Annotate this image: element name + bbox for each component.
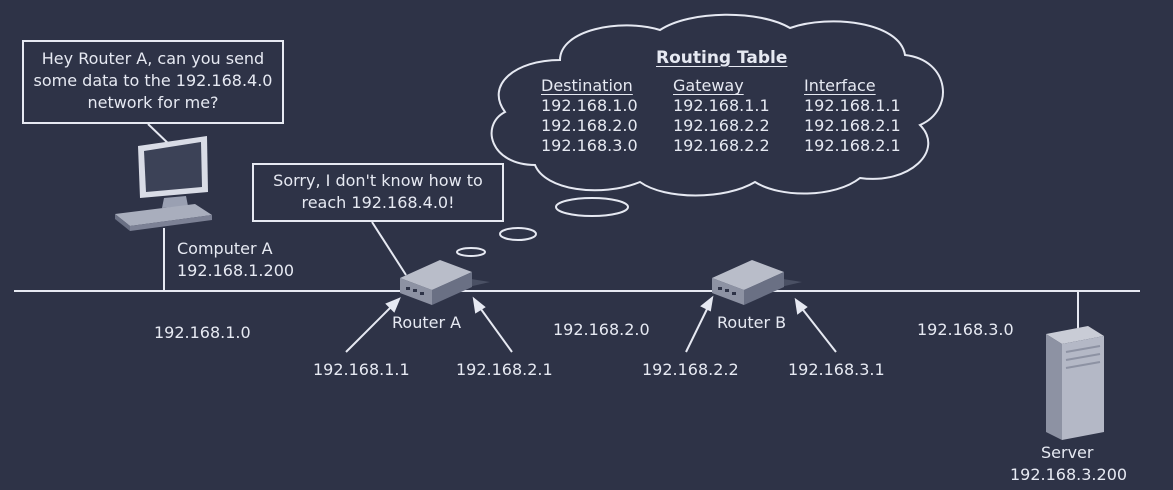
computer-speech-line-2: some data to the 192.168.4.0 <box>33 71 273 90</box>
interface-arrows <box>345 295 837 353</box>
routing-table-cell: 192.168.2.1 <box>804 136 901 155</box>
network-label-1: 192.168.1.0 <box>154 323 251 342</box>
router-speech-pointer <box>371 221 407 276</box>
router-b-icon <box>712 260 802 305</box>
routing-table-cell: 192.168.1.1 <box>673 96 770 115</box>
thought-cloud <box>456 13 944 257</box>
router-speech-box: Sorry, I don't know how to reach 192.168… <box>252 163 504 222</box>
arrow-head-icon <box>385 297 401 313</box>
arrow-head-icon <box>700 295 714 312</box>
router-a-left-ip: 192.168.1.1 <box>313 360 410 379</box>
arrow-head-icon <box>794 297 808 315</box>
routing-table-interface-column: Interface 192.168.1.1 192.168.2.1 192.16… <box>804 76 901 156</box>
arrow-router-b-right <box>799 305 837 353</box>
routing-table-cell: 192.168.1.0 <box>541 96 638 115</box>
arrow-head-icon <box>472 296 486 314</box>
server-name: Server <box>1041 443 1094 462</box>
router-a-right-ip: 192.168.2.1 <box>456 360 553 379</box>
routing-table-cell: 192.168.2.2 <box>673 116 770 135</box>
router-b-left-ip: 192.168.2.2 <box>642 360 739 379</box>
routing-table-header: Destination <box>541 76 633 95</box>
computer-speech-box: Hey Router A, can you send some data to … <box>22 40 284 124</box>
routing-table-header: Gateway <box>673 76 744 95</box>
arrow-router-a-right <box>477 304 513 353</box>
computer-a-ip: 192.168.1.200 <box>177 261 295 280</box>
routing-table-cell: 192.168.1.1 <box>804 96 901 115</box>
router-speech-line-2: reach 192.168.4.0! <box>301 193 455 212</box>
computer-a-name: Computer A <box>177 239 273 258</box>
computer-icon <box>115 136 212 231</box>
computer-speech-line-1: Hey Router A, can you send <box>41 49 265 68</box>
routing-table-cell: 192.168.3.0 <box>541 136 638 155</box>
server-icon <box>1046 326 1104 440</box>
router-b-name: Router B <box>717 313 787 332</box>
network-label-3: 192.168.3.0 <box>917 320 1014 339</box>
computer-speech-line-3: network for me? <box>87 93 219 112</box>
routing-table-gateway-column: Gateway 192.168.1.1 192.168.2.2 192.168.… <box>673 76 770 156</box>
routing-table-destination-column: Destination 192.168.1.0 192.168.2.0 192.… <box>541 76 638 156</box>
router-a-name: Router A <box>392 313 462 332</box>
routing-table-header: Interface <box>804 76 876 95</box>
network-label-2: 192.168.2.0 <box>553 320 650 339</box>
router-speech-line-1: Sorry, I don't know how to <box>273 171 483 190</box>
router-a-icon <box>400 260 490 305</box>
routing-table-cell: 192.168.2.2 <box>673 136 770 155</box>
arrow-router-b-left <box>685 304 710 353</box>
arrow-router-a-left <box>345 302 396 353</box>
routing-table-title: Routing Table <box>656 48 788 68</box>
routing-table-cell: 192.168.2.0 <box>541 116 638 135</box>
router-b-right-ip: 192.168.3.1 <box>788 360 885 379</box>
routing-table-cell: 192.168.2.1 <box>804 116 901 135</box>
server-ip: 192.168.3.200 <box>1010 465 1128 484</box>
